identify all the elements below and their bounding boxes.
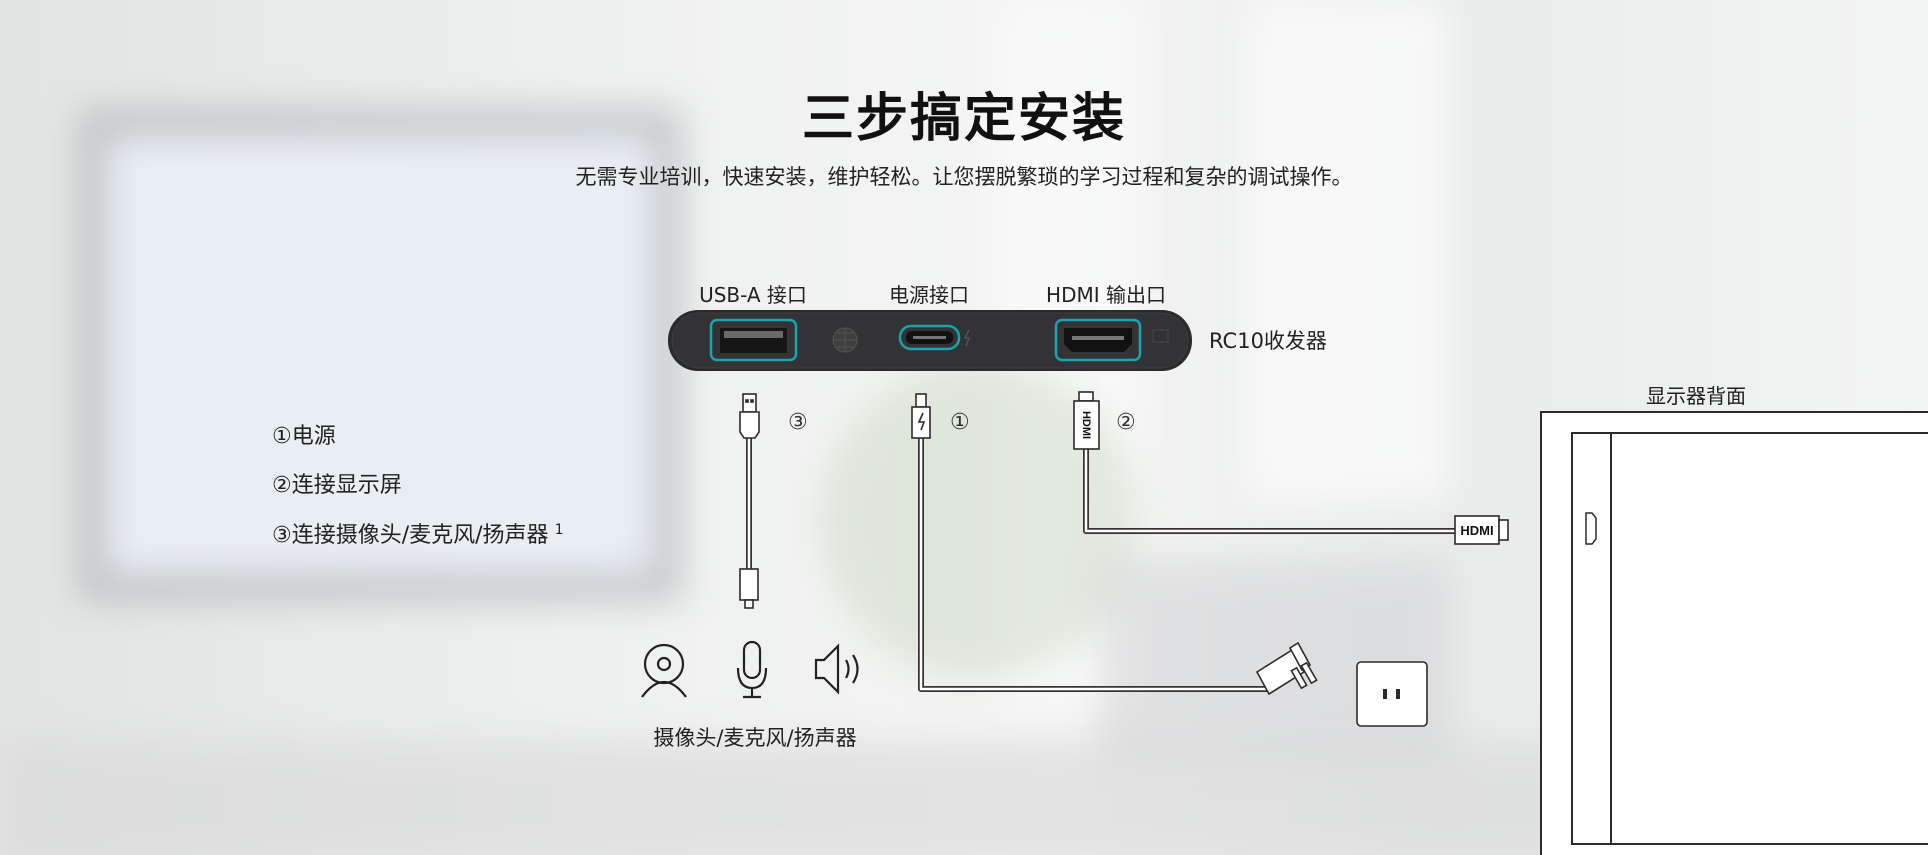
port-label-usb-a: USB-A 接口 bbox=[699, 283, 807, 307]
power-cable-marker: ① bbox=[950, 410, 970, 435]
usb-a-port bbox=[709, 318, 798, 362]
rc10-transceiver bbox=[668, 310, 1192, 371]
legend-item-display: ②连接显示屏 bbox=[272, 473, 402, 498]
legend-item-peripherals-label: ③连接摄像头/麦克风/扬声器 bbox=[272, 523, 549, 548]
monitor-back bbox=[1540, 411, 1928, 855]
display-icon bbox=[1152, 329, 1169, 343]
port-label-power: 电源接口 bbox=[889, 283, 969, 307]
page-title: 三步搞定安装 bbox=[801, 89, 1126, 149]
hdmi-cable bbox=[1083, 449, 1455, 534]
microphone-icon bbox=[736, 640, 768, 699]
legend-item-peripherals: ③连接摄像头/麦克风/扬声器 1 bbox=[272, 517, 563, 549]
usb-c-plug bbox=[911, 393, 931, 439]
camera-icon bbox=[641, 643, 687, 698]
hdmi-port-icon bbox=[1585, 512, 1597, 545]
monitor-label: 显示器背面 bbox=[1646, 384, 1746, 408]
hdmi-plug-end: HDMI bbox=[1454, 515, 1509, 545]
device-name: RC10收发器 bbox=[1209, 329, 1327, 353]
hdmi-port bbox=[1054, 318, 1142, 362]
hdmi-cable-marker: ② bbox=[1116, 410, 1136, 435]
power-cable bbox=[918, 438, 1267, 692]
power-adapter bbox=[1255, 641, 1318, 696]
page-subtitle: 无需专业培训，快速安装，维护轻松。让您摆脱繁琐的学习过程和复杂的调试操作。 bbox=[575, 165, 1353, 189]
globe-icon bbox=[832, 327, 858, 353]
usb-cable-marker: ③ bbox=[788, 410, 808, 435]
footnote-marker: 1 bbox=[554, 521, 564, 538]
usb-c-port bbox=[898, 324, 961, 351]
svg-text:HDMI: HDMI bbox=[1080, 411, 1092, 439]
speaker-icon bbox=[814, 643, 859, 695]
svg-text:HDMI: HDMI bbox=[1460, 523, 1493, 538]
peripherals-label: 摄像头/麦克风/扬声器 bbox=[653, 726, 857, 750]
usb-a-plug bbox=[739, 393, 760, 609]
hdmi-plug: HDMI bbox=[1073, 391, 1100, 450]
power-outlet bbox=[1356, 661, 1428, 727]
port-label-hdmi: HDMI 输出口 bbox=[1046, 283, 1166, 307]
legend-item-power: ①电源 bbox=[272, 424, 336, 449]
lightning-icon bbox=[963, 329, 971, 347]
